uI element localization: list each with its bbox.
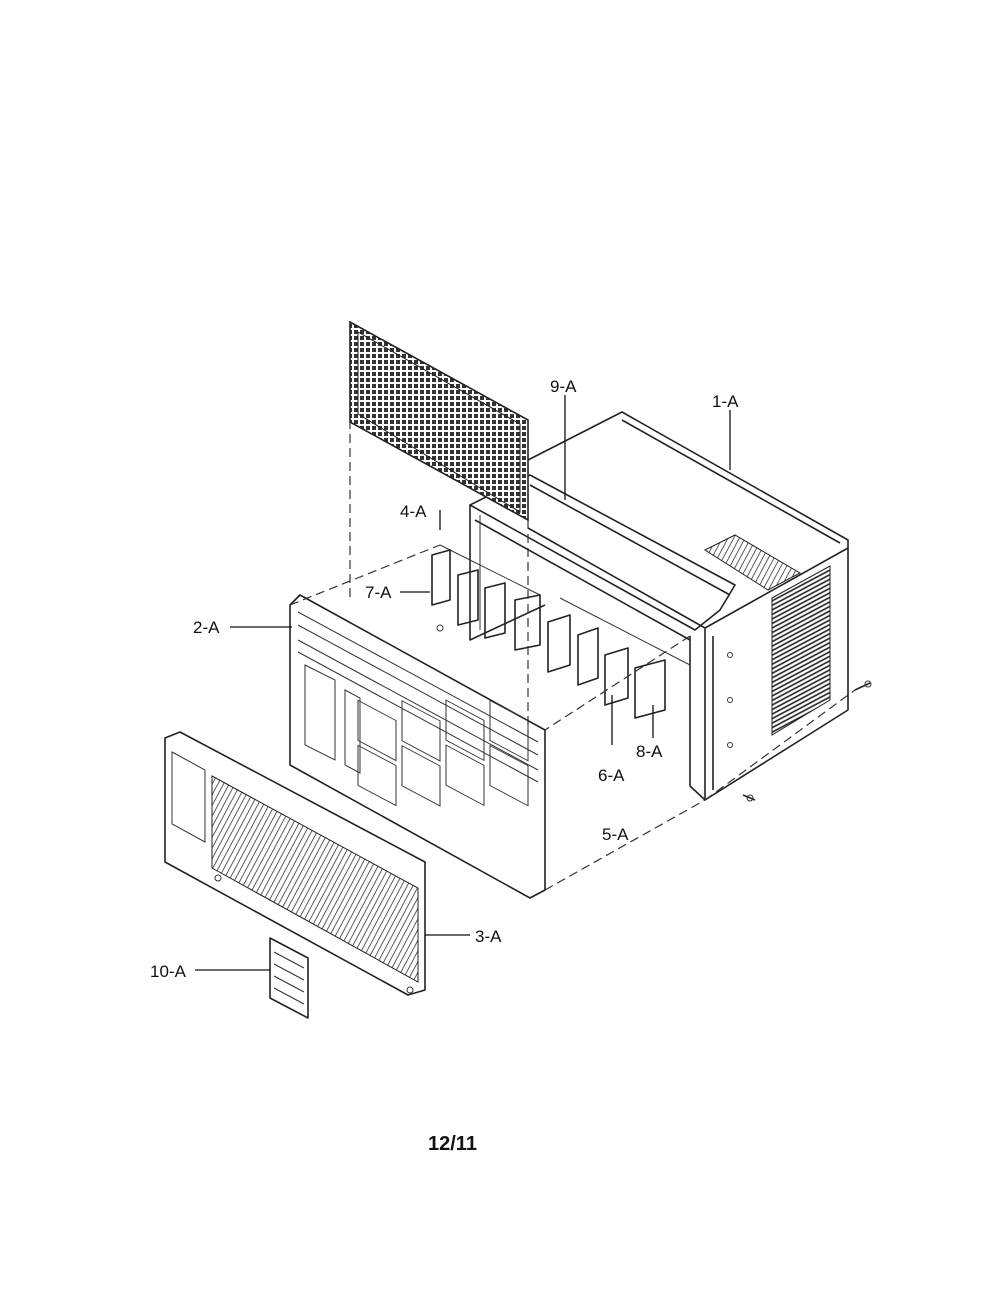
- front-panel: [289, 594, 546, 899]
- callout-7A: 7-A: [365, 583, 392, 602]
- nameplate-label: [269, 937, 309, 1019]
- screws: [742, 680, 872, 802]
- inner-partition: [439, 505, 691, 666]
- assembly-lines: [289, 420, 856, 891]
- cabinet-wrapper: [527, 411, 849, 801]
- callout-2A: 2-A: [193, 618, 220, 637]
- callout-10A: 10-A: [150, 962, 187, 981]
- callout-4A: 4-A: [400, 502, 427, 521]
- bracket-set-left: [431, 549, 541, 651]
- bracket-set-right: [547, 614, 666, 719]
- callout-1A: 1-A: [712, 392, 739, 411]
- callout-leaders: [195, 395, 731, 971]
- rear-grille: [349, 320, 529, 522]
- callout-8A: 8-A: [636, 742, 663, 761]
- page-number: 12/11: [428, 1133, 477, 1155]
- front-panel-filter-cells: [357, 699, 529, 807]
- callout-6A: 6-A: [598, 766, 625, 785]
- callout-3A: 3-A: [475, 927, 502, 946]
- callout-9A: 9-A: [550, 377, 577, 396]
- front-grille: [164, 731, 426, 996]
- callout-5A: 5-A: [602, 825, 629, 844]
